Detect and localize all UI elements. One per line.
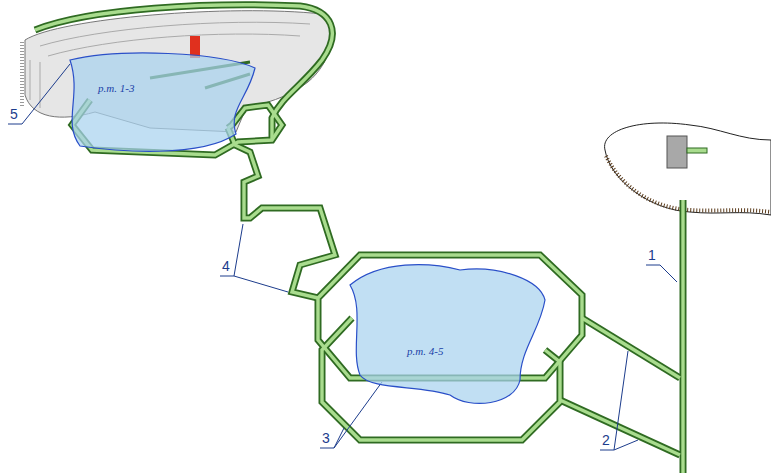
surface-hatch <box>606 156 771 212</box>
leader-line <box>8 64 70 124</box>
ore-body: р.т. 1-3 <box>62 48 262 163</box>
callout-number: 5 <box>10 106 18 122</box>
ore-body-shape <box>62 48 262 163</box>
callout-number: 3 <box>322 430 330 446</box>
crosscut <box>582 318 680 378</box>
shaft <box>681 200 684 473</box>
surface-plate <box>605 123 771 215</box>
callout-number: 4 <box>222 258 230 274</box>
leader-line <box>220 224 288 292</box>
leader-line <box>646 265 677 282</box>
callout-number: 1 <box>648 247 656 263</box>
pit-wall-hatch <box>20 42 24 106</box>
ore-body: р.т. 4-5 <box>345 258 550 413</box>
ore-body-outline <box>70 53 255 151</box>
leader-line <box>320 382 382 448</box>
connecting-working <box>228 128 335 298</box>
ore-body-label: р.т. 4-5 <box>407 345 444 358</box>
leader-line <box>600 351 638 450</box>
ore-body-shape <box>345 258 550 413</box>
headframe-arm <box>687 148 707 153</box>
shaft <box>680 200 687 473</box>
crosscut <box>582 318 680 378</box>
ore-body-label: р.т. 1-3 <box>98 82 135 95</box>
callout-number: 2 <box>602 432 610 448</box>
ore-body-outline <box>350 265 545 404</box>
headframe <box>667 136 687 168</box>
connecting-working <box>228 128 335 298</box>
